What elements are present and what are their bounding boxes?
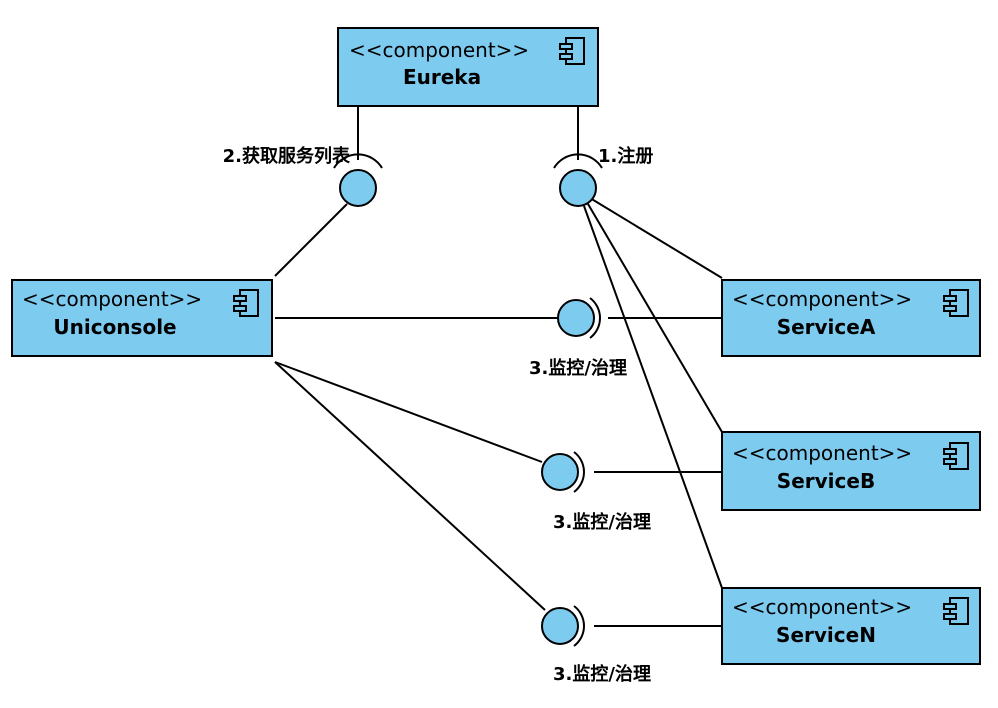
uniconsole-to-eureka-line	[274, 203, 348, 277]
register-interface-ball[interactable]	[559, 169, 597, 207]
monitor-n-socket	[573, 605, 585, 647]
eureka-component[interactable]: <<component>> Eureka	[337, 27, 599, 107]
uniconsole-to-servicen-line	[274, 361, 546, 611]
sockets	[333, 153, 603, 647]
monitor-b-interface-ball[interactable]	[541, 453, 579, 491]
component-icon	[559, 37, 585, 65]
serviceb-stereotype: <<component>>	[732, 441, 912, 465]
get-service-list-label: 2.获取服务列表	[223, 145, 351, 167]
uniconsole-to-serviceb-line	[274, 361, 543, 463]
component-icon	[943, 289, 969, 317]
get-list-interface-ball[interactable]	[339, 169, 377, 207]
get-list-socket	[333, 153, 383, 169]
monitor-a-interface-ball[interactable]	[557, 299, 595, 337]
serviceb-component[interactable]: <<component>> ServiceB	[721, 431, 981, 511]
eureka-stereotype: <<component>>	[349, 38, 529, 62]
monitor-b-label: 3.监控/治理	[553, 511, 651, 533]
servicen-stereotype: <<component>>	[732, 595, 912, 619]
monitor-a-socket	[589, 297, 601, 339]
monitor-n-label: 3.监控/治理	[553, 663, 651, 685]
monitor-n-interface-ball[interactable]	[541, 607, 579, 645]
component-icon	[943, 442, 969, 470]
register-socket	[553, 153, 603, 169]
servicea-name: ServiceA	[777, 315, 876, 339]
interface-balls	[339, 169, 597, 645]
servicea-component[interactable]: <<component>> ServiceA	[721, 279, 981, 357]
servicea-register-line	[589, 197, 723, 279]
servicen-register-line	[583, 205, 723, 589]
servicen-name: ServiceN	[776, 623, 876, 647]
serviceb-name: ServiceB	[777, 469, 875, 493]
uniconsole-stereotype: <<component>>	[22, 287, 202, 311]
servicen-component[interactable]: <<component>> ServiceN	[721, 587, 981, 665]
monitor-b-socket	[573, 451, 585, 493]
component-icon	[943, 597, 969, 625]
uniconsole-name: Uniconsole	[53, 315, 176, 339]
servicea-stereotype: <<component>>	[732, 287, 912, 311]
register-label: 1.注册	[598, 145, 653, 167]
monitor-a-label: 3.监控/治理	[529, 357, 627, 379]
component-icon	[233, 289, 259, 317]
uniconsole-component[interactable]: <<component>> Uniconsole	[11, 279, 273, 357]
connectors	[274, 106, 723, 627]
eureka-name: Eureka	[403, 65, 481, 89]
